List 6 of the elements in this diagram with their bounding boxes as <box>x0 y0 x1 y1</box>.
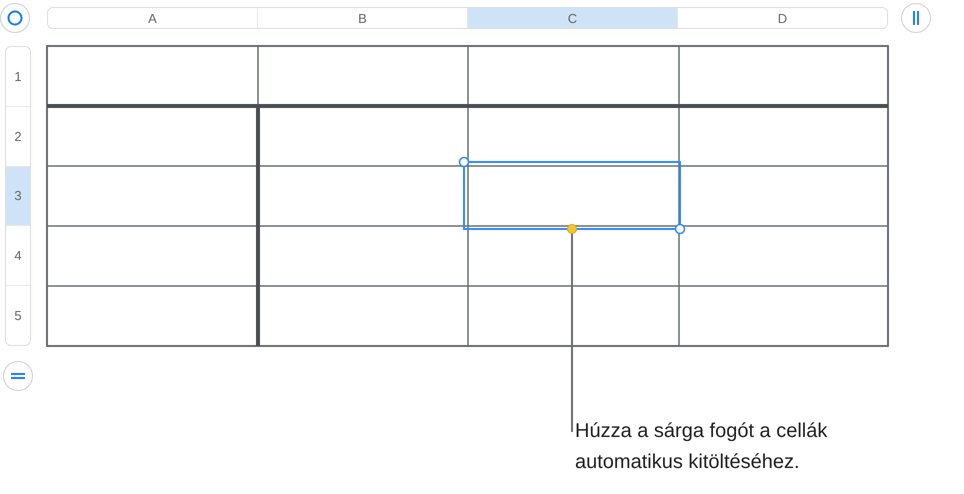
column-label: C <box>468 8 678 28</box>
callout-text: Húzza a sárga fogót a cellák automatikus kitöltéséhez. <box>575 416 915 478</box>
leader-line <box>571 234 573 432</box>
column-label: A <box>48 8 258 28</box>
row-label: 3 <box>6 166 30 226</box>
row-label: 1 <box>6 47 30 107</box>
